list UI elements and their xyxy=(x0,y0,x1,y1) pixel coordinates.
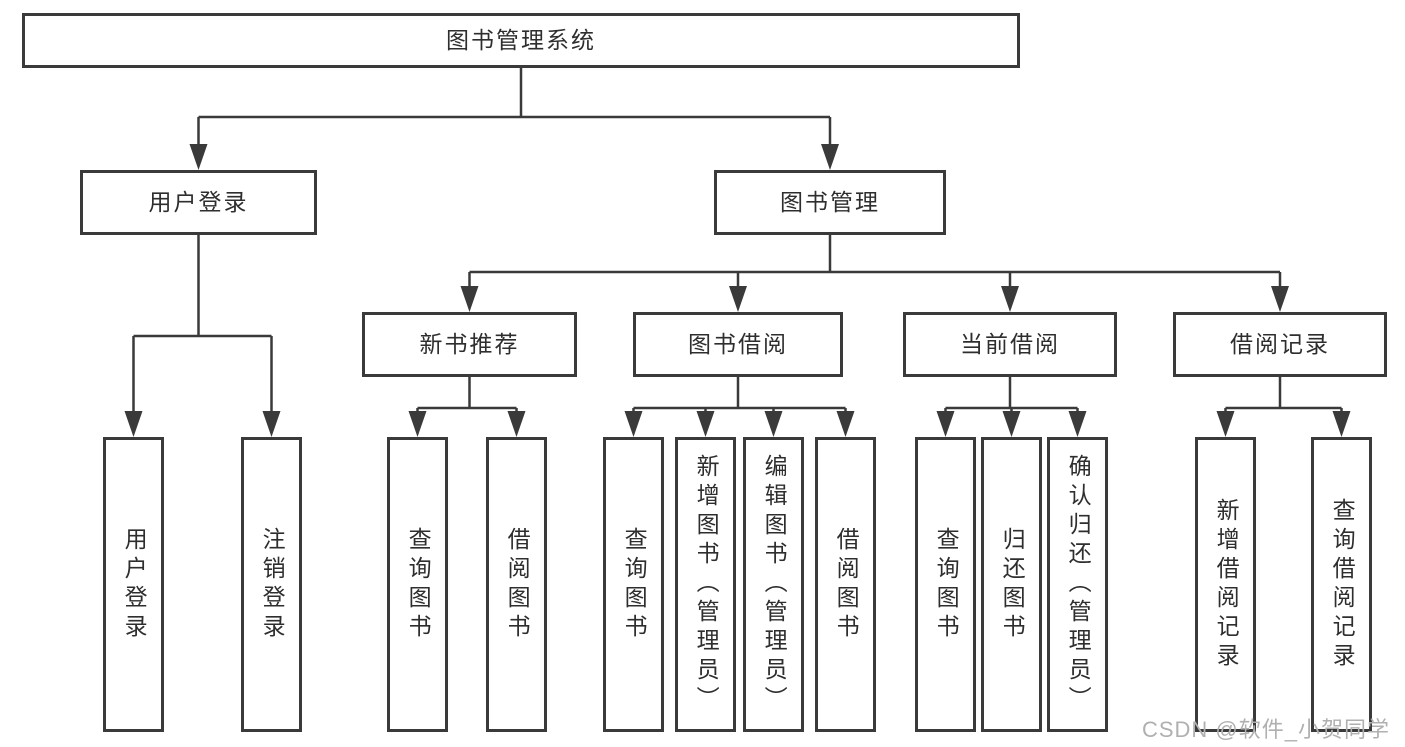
leaf-label: 新增图书（管理员） xyxy=(693,454,720,715)
leaf-confirm-return-admin: 确认归还（管理员） xyxy=(1047,437,1108,732)
leaf-edit-books-admin: 编辑图书（管理员） xyxy=(743,437,804,732)
arrowhead xyxy=(936,411,955,437)
connectors-root xyxy=(189,68,839,170)
arrowhead xyxy=(764,411,783,437)
leaf-label: 借阅图书 xyxy=(833,526,860,643)
arrowhead xyxy=(696,411,715,437)
node-label: 图书借阅 xyxy=(688,331,788,357)
arrowhead xyxy=(821,144,839,170)
leaf-label: 确认归还（管理员） xyxy=(1065,454,1092,715)
arrowhead xyxy=(189,144,208,170)
leaf-label: 用户登录 xyxy=(121,526,148,643)
leaf-return-books: 归还图书 xyxy=(981,437,1042,732)
leaf-add-borrow-record: 新增借阅记录 xyxy=(1195,437,1256,732)
leaf-label: 归还图书 xyxy=(999,526,1026,643)
arrowhead xyxy=(1332,411,1351,437)
node-book-borrowing: 图书借阅 xyxy=(633,312,843,377)
leaf-label: 借阅图书 xyxy=(504,526,531,643)
node-user-login: 用户登录 xyxy=(80,170,317,235)
leaf-label: 新增借阅记录 xyxy=(1213,497,1240,672)
connectors-book-management xyxy=(460,235,1289,312)
leaf-borrow-books: 借阅图书 xyxy=(815,437,876,732)
node-label: 当前借阅 xyxy=(960,331,1060,357)
node-label: 新书推荐 xyxy=(419,331,520,357)
arrowhead xyxy=(836,411,855,437)
arrowhead xyxy=(1001,286,1019,312)
node-book-management: 图书管理 xyxy=(714,170,946,235)
connectors-current-borrowing xyxy=(936,377,1087,437)
connectors-new-book-recommend xyxy=(408,377,526,437)
leaf-logout: 注销登录 xyxy=(241,437,302,732)
node-root-library-management-system: 图书管理系统 xyxy=(22,13,1020,68)
arrowhead xyxy=(729,286,747,312)
connectors-book-borrowing xyxy=(624,377,855,437)
arrowhead xyxy=(408,411,427,437)
leaf-add-books-admin: 新增图书（管理员） xyxy=(675,437,736,732)
leaf-query-borrow-record: 查询借阅记录 xyxy=(1311,437,1372,732)
connectors-borrowing-records xyxy=(1216,377,1351,437)
leaf-query-books-current: 查询图书 xyxy=(915,437,976,732)
node-label: 借阅记录 xyxy=(1230,331,1330,357)
leaf-query-books-recommend: 查询图书 xyxy=(387,437,448,732)
watermark: CSDN @软件_小贺同学 xyxy=(1141,717,1390,742)
leaf-label: 查询图书 xyxy=(621,526,648,643)
leaf-user-login: 用户登录 xyxy=(103,437,164,732)
node-label: 图书管理 xyxy=(780,189,880,215)
leaf-query-books-borrowing: 查询图书 xyxy=(603,437,664,732)
connectors-user-login xyxy=(124,235,281,437)
arrowhead xyxy=(1271,286,1289,312)
arrowhead xyxy=(124,411,143,437)
arrowhead xyxy=(460,286,479,312)
arrowhead xyxy=(1068,411,1087,437)
arrowhead xyxy=(1002,411,1021,437)
leaf-borrow-books-recommend: 借阅图书 xyxy=(486,437,547,732)
node-new-book-recommend: 新书推荐 xyxy=(362,312,577,377)
leaf-label: 注销登录 xyxy=(259,526,286,643)
node-label: 图书管理系统 xyxy=(446,27,596,53)
arrowhead xyxy=(624,411,643,437)
node-current-borrowing: 当前借阅 xyxy=(903,312,1117,377)
arrowhead xyxy=(262,411,281,437)
leaf-label: 查询借阅记录 xyxy=(1329,497,1356,672)
node-label: 用户登录 xyxy=(148,189,249,215)
node-borrowing-records: 借阅记录 xyxy=(1173,312,1387,377)
arrowhead xyxy=(507,411,526,437)
leaf-label: 查询图书 xyxy=(405,526,432,643)
arrowhead xyxy=(1216,411,1235,437)
leaf-label: 查询图书 xyxy=(933,526,960,643)
leaf-label: 编辑图书（管理员） xyxy=(761,454,788,715)
